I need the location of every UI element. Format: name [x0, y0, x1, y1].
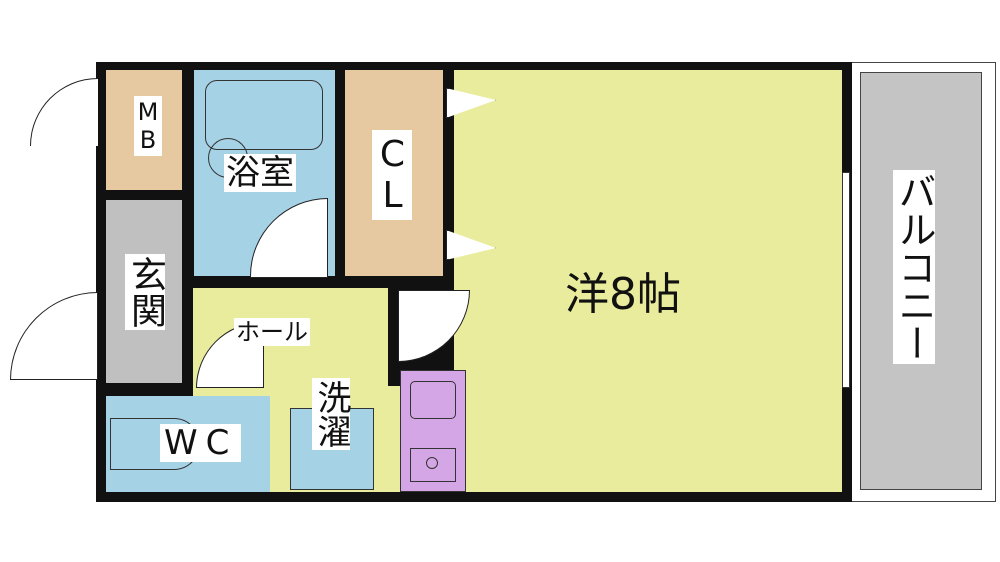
- entrance-door[interactable]: [10, 292, 98, 380]
- toilet-label: WC: [160, 424, 242, 462]
- balcony-window[interactable]: [842, 172, 850, 388]
- closet-label: CL: [372, 130, 413, 220]
- stove: [410, 448, 456, 482]
- bathtub: [205, 80, 323, 150]
- burner-icon: [426, 457, 438, 469]
- mb-door[interactable]: [30, 78, 98, 146]
- entrance-label: 玄関: [125, 254, 166, 330]
- mb-label: MB: [134, 96, 162, 156]
- western-room-label: 洋8帖: [565, 269, 681, 320]
- bath-label: 浴室: [224, 153, 296, 193]
- sink: [410, 381, 456, 419]
- hall-label: ホール: [234, 318, 310, 346]
- western-room: [454, 70, 842, 492]
- balcony-label: バルコニー: [892, 170, 936, 364]
- laundry-label: 洗濯: [311, 378, 351, 450]
